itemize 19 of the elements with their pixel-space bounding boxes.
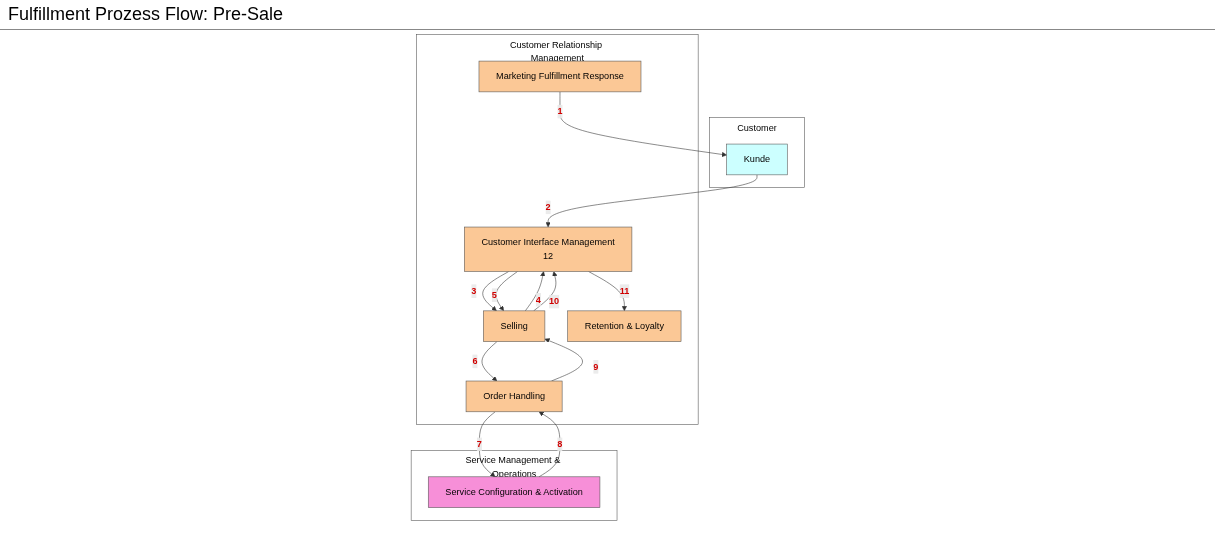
node-box: Selling — [482, 310, 545, 342]
edge-label: 3 — [471, 286, 477, 296]
edge-label: 1 — [557, 106, 563, 117]
edge-label: 9 — [593, 361, 599, 372]
edge-label: 11 — [619, 286, 630, 296]
node-box: Customer Interface Management 12 — [463, 226, 632, 272]
node-box: Order Handling — [465, 380, 563, 413]
node-box: Service Configuration & Activation — [427, 476, 600, 508]
edge-label: 10 — [548, 296, 559, 307]
node-box: Marketing Fulfillment Response — [478, 60, 641, 93]
node-box: Retention & Loyalty — [567, 310, 682, 342]
diagram-title: Fulfillment Prozess Flow: Pre-Sale — [0, 0, 1215, 30]
edge-label: 5 — [491, 290, 497, 300]
edge-label: 6 — [472, 356, 478, 366]
edge-label: 7 — [476, 439, 482, 449]
edge-label: 8 — [557, 439, 563, 449]
edge-label: 4 — [535, 294, 541, 305]
node-box: Kunde — [726, 143, 788, 176]
edge-label: 2 — [545, 202, 551, 212]
